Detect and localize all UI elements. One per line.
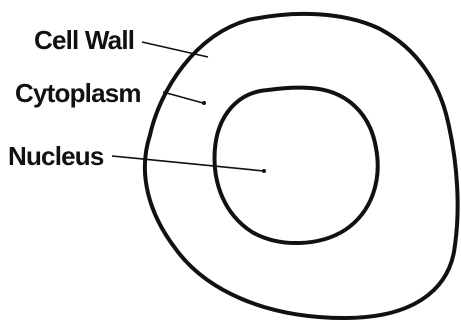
cytoplasm-pointer-dot [202, 101, 206, 105]
cell-wall-outline [145, 14, 458, 318]
nucleus-label: Nucleus [8, 141, 104, 171]
nucleus-leader-line [112, 156, 264, 171]
cytoplasm-leader-line [163, 92, 203, 103]
nucleus-outline [215, 88, 378, 243]
nucleus-pointer-dot [262, 169, 266, 173]
cell-wall-label: Cell Wall [34, 25, 134, 55]
cytoplasm-label: Cytoplasm [15, 78, 141, 108]
